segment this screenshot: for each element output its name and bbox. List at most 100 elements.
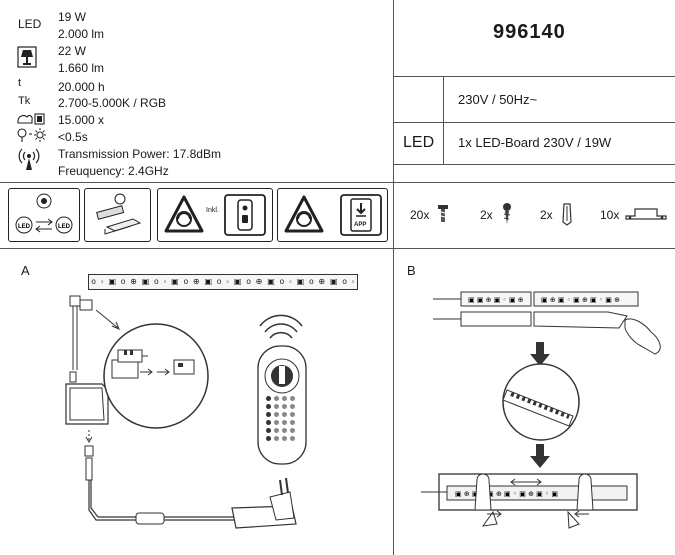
remote-button-dot bbox=[266, 428, 271, 433]
screws-count: 20x bbox=[410, 208, 430, 222]
remote-button-dot bbox=[282, 436, 287, 441]
mounting-bracket-icon bbox=[625, 206, 667, 227]
remote-button-dot bbox=[282, 396, 287, 401]
strip-led-mark: ⊕ bbox=[255, 277, 263, 286]
remote-button-dot bbox=[282, 404, 287, 409]
mounting-illustration-icon bbox=[96, 193, 142, 235]
mounting-feature-box bbox=[84, 188, 151, 242]
icon-row-divider bbox=[0, 248, 675, 249]
led-row-label: LED bbox=[403, 134, 435, 151]
right-divider-2 bbox=[393, 122, 675, 123]
clips-count: 2x bbox=[540, 208, 553, 222]
dimmer-triangle-icon bbox=[164, 195, 204, 240]
strip-led-mark: ◦ bbox=[163, 277, 167, 286]
section-a-drawing bbox=[65, 295, 307, 529]
dim-lamp-icon: LED LED bbox=[15, 193, 73, 234]
lamp-lumen: 1.660 lm bbox=[58, 61, 105, 75]
remote-included-box: Inkl. bbox=[157, 188, 273, 242]
remote-button-dot bbox=[266, 404, 271, 409]
lamp-power: 22 W bbox=[58, 44, 87, 58]
section-b-illustration: ▣ ▣ ⊕ ▣ ◦ ▣ ⊕ ▣ ⊕ ▣ ◦ ▣ ⊕ ▣ ◦ ▣ ⊕ ▣ ⊕ ▣ … bbox=[421, 291, 661, 529]
remote-button-dot bbox=[274, 436, 279, 441]
lamp-icon bbox=[16, 46, 38, 68]
svg-text:▣ ▣ ⊕ ▣ ◦ ▣ ⊕: ▣ ▣ ⊕ ▣ ◦ ▣ ⊕ bbox=[468, 296, 524, 304]
start-time-icon bbox=[16, 127, 48, 143]
strip-led-mark: ⊕ bbox=[192, 277, 200, 286]
strip-led-mark: o bbox=[120, 277, 126, 286]
wall-plug-icon bbox=[561, 202, 573, 231]
right-inner-divider bbox=[443, 76, 444, 164]
remote-button-dot bbox=[290, 412, 295, 417]
included-text: Inkl. bbox=[206, 207, 219, 214]
frequency: Freuquency: 2.4GHz bbox=[58, 164, 169, 178]
colour-temperature: 2.700-5.000K / RGB bbox=[58, 96, 167, 110]
svg-text:LED: LED bbox=[58, 224, 71, 230]
strip-led-mark: o bbox=[183, 277, 189, 286]
remote-button-dot bbox=[282, 420, 287, 425]
center-divider bbox=[393, 0, 394, 555]
article-number: 996140 bbox=[493, 21, 566, 43]
remote-control-icon bbox=[224, 194, 266, 241]
voltage: 230V / 50Hz~ bbox=[458, 92, 538, 107]
svg-text:▣ ⊕ ▣ ◦ ▣ ⊕ ▣ ◦ ▣ ⊕: ▣ ⊕ ▣ ◦ ▣ ⊕ ▣ ◦ ▣ ⊕ bbox=[541, 296, 620, 304]
colour-temp-symbol: Tk bbox=[18, 95, 31, 107]
screw-icon bbox=[437, 204, 449, 229]
strip-marks: o◦▣o⊕▣o◦▣o⊕▣o◦▣o⊕▣o◦▣o⊕▣o◦ bbox=[89, 275, 357, 289]
lifetime: 20.000 h bbox=[58, 80, 105, 94]
strip-led-mark: o bbox=[246, 277, 251, 286]
right-divider-3 bbox=[393, 164, 675, 165]
dimmer-triangle-icon-2 bbox=[284, 195, 324, 240]
strip-led-mark: ▣ bbox=[204, 277, 213, 286]
strip-led-mark: ▣ bbox=[233, 277, 242, 286]
right-divider-1 bbox=[393, 76, 675, 77]
remote-button-dot bbox=[290, 428, 295, 433]
dimming-feature-box: LED LED bbox=[8, 188, 80, 242]
radio-signal-icon bbox=[17, 146, 41, 172]
app-download-icon bbox=[340, 194, 382, 241]
strip-led-mark: ◦ bbox=[288, 277, 292, 286]
remote-button-dot bbox=[290, 396, 295, 401]
screw-wood-icon bbox=[500, 203, 514, 230]
strip-led-mark: ▣ bbox=[108, 277, 116, 286]
remote-button-dot bbox=[274, 404, 279, 409]
remote-button-dot bbox=[266, 436, 271, 441]
strip-led-mark: o bbox=[216, 277, 222, 286]
remote-button-dot bbox=[290, 436, 295, 441]
strip-led-mark: ▣ bbox=[296, 277, 305, 286]
brackets-count: 10x bbox=[600, 208, 620, 222]
top-section-divider bbox=[0, 182, 675, 183]
remote-button-dot bbox=[266, 420, 271, 425]
strip-led-mark: ▣ bbox=[329, 277, 338, 286]
strip-led-mark: ◦ bbox=[226, 277, 230, 286]
strip-led-mark: ◦ bbox=[100, 277, 104, 286]
strip-led-mark: o bbox=[91, 277, 96, 286]
strip-led-mark: ▣ bbox=[171, 277, 179, 286]
remote-button-dot bbox=[290, 404, 295, 409]
transmission-power: Transmission Power: 17.8dBm bbox=[58, 147, 221, 161]
strip-led-mark: o bbox=[342, 277, 347, 286]
app-label: APP bbox=[354, 222, 367, 228]
led-strip: o◦▣o⊕▣o◦▣o⊕▣o◦▣o⊕▣o◦▣o⊕▣o◦ bbox=[88, 274, 358, 290]
led-power: 19 W bbox=[58, 10, 87, 24]
remote-button-dot bbox=[274, 412, 279, 417]
anchors-count: 2x bbox=[480, 208, 493, 222]
strip-led-mark: ⊕ bbox=[130, 277, 137, 286]
switch-cycles: 15.000 x bbox=[58, 113, 105, 127]
switch-cycles-icon bbox=[16, 112, 46, 126]
remote-button-dot bbox=[274, 420, 279, 425]
life-symbol: t bbox=[18, 77, 22, 89]
remote-button-dot bbox=[266, 412, 271, 417]
remote-button-dot bbox=[274, 428, 279, 433]
led-label: LED bbox=[18, 17, 42, 31]
section-b-label: B bbox=[407, 263, 416, 278]
remote-buttons bbox=[266, 396, 298, 441]
remote-button-dot bbox=[282, 412, 287, 417]
led-board-spec: 1x LED-Board 230V / 19W bbox=[458, 135, 612, 150]
strip-led-mark: ▣ bbox=[141, 277, 150, 286]
start-time: <0.5s bbox=[58, 130, 88, 144]
app-control-box: APP bbox=[277, 188, 388, 242]
strip-led-mark: ◦ bbox=[351, 277, 355, 286]
strip-led-mark: ⊕ bbox=[318, 277, 326, 286]
led-lumen: 2.000 lm bbox=[58, 27, 105, 41]
strip-led-mark: o bbox=[154, 277, 159, 286]
